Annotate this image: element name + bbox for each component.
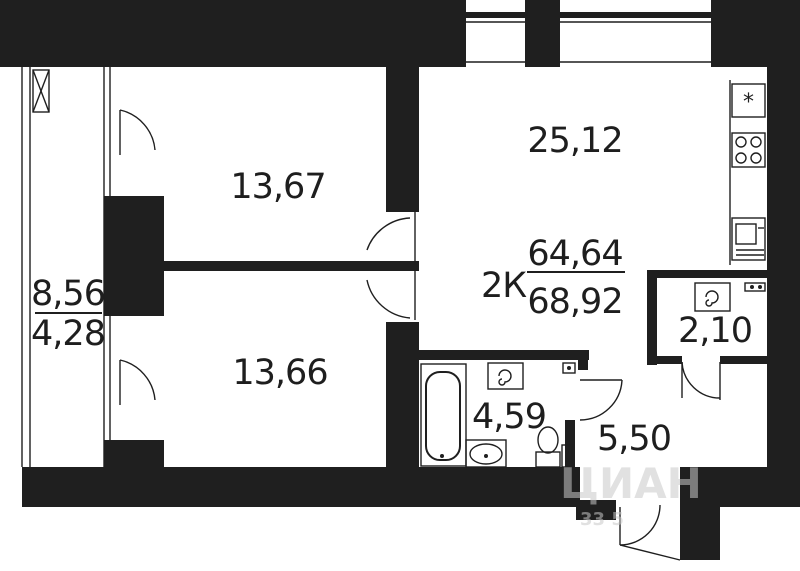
boiler-icon (694, 282, 731, 312)
sink-icon (731, 217, 766, 261)
svg-text:*: * (743, 90, 754, 115)
watermark: ЦИАН 33 5 (560, 459, 702, 530)
bedroom-bottom-area: 13,66 (232, 353, 327, 393)
washbasin-icon (465, 439, 507, 468)
kitchen-living-area: 25,12 (527, 121, 622, 161)
ventilation-icon (562, 362, 576, 374)
area-labels: 25,12 13,67 13,66 8,56 4,28 4,59 2,10 5,… (31, 121, 753, 459)
living-area: 64,64 (527, 234, 622, 274)
hall-area: 5,50 (597, 419, 671, 459)
balcony-reduced-area: 4,28 (31, 314, 105, 354)
wc-area: 2,10 (678, 311, 752, 351)
bathroom-area: 4,59 (472, 397, 546, 437)
bathroom-fixtures (420, 362, 576, 468)
stove-icon (731, 132, 766, 168)
toilet-icon (535, 426, 573, 468)
kitchen-fixtures: * (729, 80, 766, 265)
snowflake-icon: * (731, 83, 766, 118)
ventilation-icon (744, 282, 766, 292)
balcony-total-area: 8,56 (31, 274, 105, 314)
boiler-icon (487, 362, 524, 390)
apartment-type: 2К (481, 266, 527, 306)
total-area: 68,92 (527, 282, 622, 322)
balcony-frame (21, 67, 111, 467)
windows (466, 21, 711, 63)
doors (119, 109, 721, 561)
wc-fixtures (694, 282, 766, 312)
watermark-text: ЦИАН (560, 459, 702, 508)
bathtub-icon (420, 363, 467, 467)
bedroom-top-area: 13,67 (230, 167, 325, 207)
watermark-number: 33 5 (580, 509, 624, 530)
